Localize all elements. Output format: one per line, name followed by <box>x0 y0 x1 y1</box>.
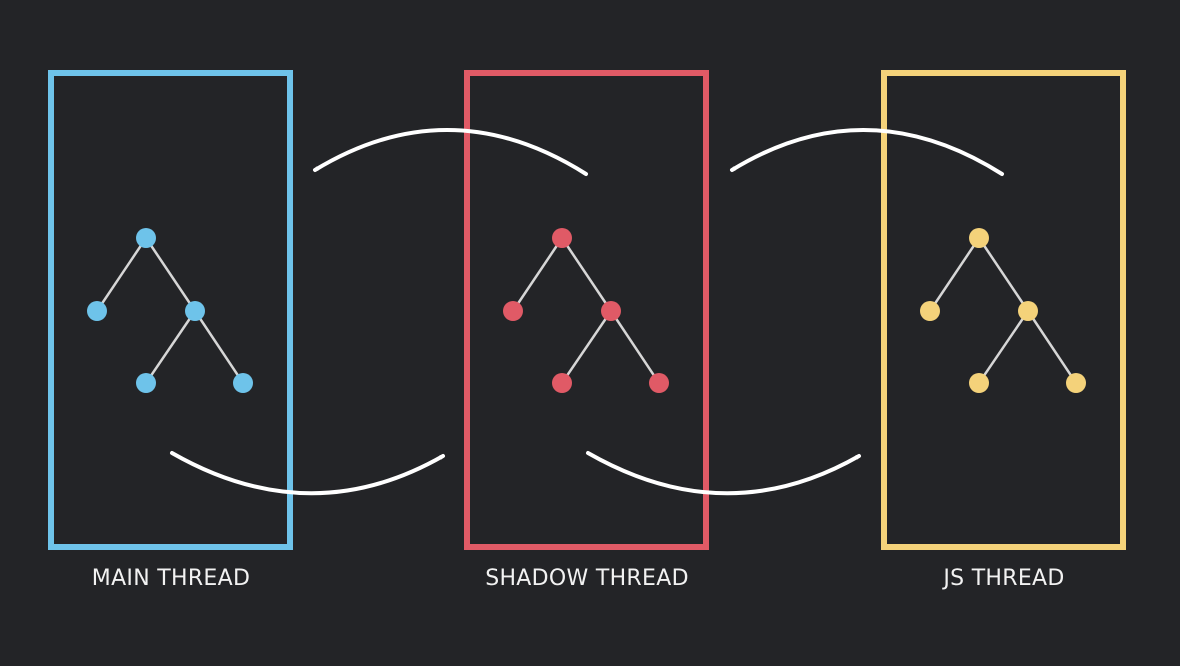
js-tree-node-left <box>920 301 940 321</box>
js-thread-group <box>881 70 1126 550</box>
shadow-tree-node-root <box>552 228 572 248</box>
shadow-tree-edge-root-left <box>511 237 564 312</box>
main-thread-label: MAIN THREAD <box>91 566 251 591</box>
shadow-thread-box <box>464 70 709 550</box>
js-tree-edge-root-right <box>977 237 1030 312</box>
js-tree-node-right-left <box>969 373 989 393</box>
js-tree-edge-root-left <box>928 237 981 312</box>
shadow-tree-node-right <box>601 301 621 321</box>
shadow-tree-edge-right-right-right <box>609 310 661 384</box>
main-tree-edge-root-left <box>95 237 148 312</box>
main-tree-node-right <box>185 301 205 321</box>
main-tree-node-right-left <box>136 373 156 393</box>
js-tree-node-right <box>1018 301 1038 321</box>
shadow-tree-edge-root-right <box>560 237 613 312</box>
shadow-tree-node-left <box>503 301 523 321</box>
shadow-tree-edge-right-right-left <box>560 310 613 384</box>
js-tree-node-right-right <box>1066 373 1086 393</box>
js-thread-label: JS THREAD <box>943 566 1065 591</box>
arrow-shadow-to-js <box>586 451 861 496</box>
shadow-tree-node-right-left <box>552 373 572 393</box>
arrow-js-to-shadow <box>730 128 1004 176</box>
main-tree-node-left <box>87 301 107 321</box>
main-tree-edge-right-right-right <box>193 310 245 384</box>
js-tree-edge-right-right-right <box>1026 310 1078 384</box>
js-thread-box <box>881 70 1126 550</box>
arrow-main-to-shadow <box>170 451 445 496</box>
main-tree-edge-root-right <box>144 237 197 312</box>
main-tree-node-right-right <box>233 373 253 393</box>
main-tree-node-root <box>136 228 156 248</box>
main-thread-group <box>48 70 293 550</box>
shadow-thread-label: SHADOW THREAD <box>485 566 689 591</box>
main-tree-edge-right-right-left <box>144 310 197 384</box>
main-thread-box <box>48 70 293 550</box>
shadow-tree-node-right-right <box>649 373 669 393</box>
js-tree-edge-right-right-left <box>977 310 1030 384</box>
arrow-shadow-to-main <box>313 128 588 176</box>
js-tree-node-root <box>969 228 989 248</box>
threads-layer <box>48 70 1126 550</box>
shadow-thread-group <box>464 70 709 550</box>
arrows-layer <box>170 128 1004 496</box>
